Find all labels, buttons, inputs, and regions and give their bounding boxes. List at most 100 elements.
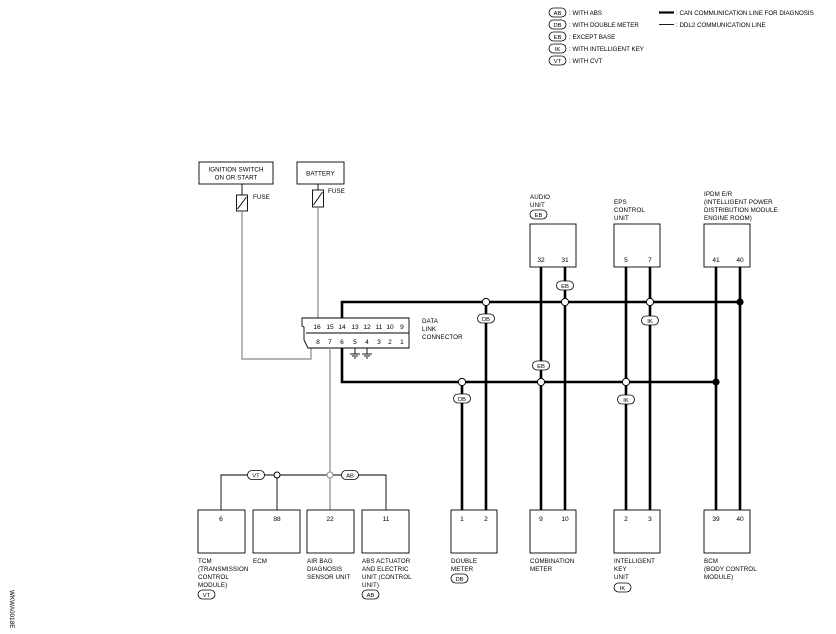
can-bus <box>340 267 742 510</box>
svg-text:IK: IK <box>555 47 561 53</box>
svg-text:LINK: LINK <box>422 326 437 333</box>
svg-text:SENSOR UNIT: SENSOR UNIT <box>307 574 351 581</box>
svg-text:DIAGNOSIS: DIAGNOSIS <box>307 566 342 573</box>
svg-text:UNIT): UNIT) <box>362 582 379 589</box>
svg-text:IGNITION SWITCH: IGNITION SWITCH <box>208 167 263 174</box>
svg-text:DB: DB <box>482 317 490 323</box>
svg-text:VT: VT <box>554 59 562 65</box>
svg-text:1: 1 <box>400 339 404 346</box>
intelligent-key-unit: 2 3 INTELLIGENT KEY UNIT IK <box>613 509 661 593</box>
combination-meter: 9 10 COMBINATION METER <box>529 509 577 573</box>
svg-text:UNIT: UNIT <box>530 202 545 209</box>
bcm: 39 40 BCM (BODY CONTROL MODULE) <box>703 509 757 581</box>
tag-eb-lower: EB <box>532 360 550 371</box>
svg-text:IK: IK <box>620 586 626 592</box>
svg-text:3: 3 <box>648 516 652 523</box>
tag-vt: VT <box>247 470 265 480</box>
svg-text:40: 40 <box>736 257 744 264</box>
svg-text:5: 5 <box>353 339 357 346</box>
tag-ik-lower: IK <box>617 394 635 405</box>
fuse-ignition: FUSE <box>236 184 270 212</box>
svg-text:EB: EB <box>561 284 569 290</box>
ecm: 88 ECM <box>252 509 301 565</box>
svg-text:AB: AB <box>554 11 562 17</box>
svg-text:5: 5 <box>624 257 628 264</box>
legend-option-ik: IK : WITH INTELLIGENT KEY <box>548 43 644 54</box>
tcm: 6 TCM (TRANSMISSION CONTROL MODULE) VT <box>197 509 248 600</box>
svg-text:AIR BAG: AIR BAG <box>307 558 333 565</box>
svg-text:FUSE: FUSE <box>328 188 345 195</box>
svg-text:2: 2 <box>624 516 628 523</box>
svg-text:88: 88 <box>273 516 281 523</box>
legend-line-ddl2: : DDL2 COMMUNICATION LINE <box>659 22 766 29</box>
svg-text:EPS: EPS <box>614 199 627 206</box>
power-wires <box>241 207 319 360</box>
svg-text:(TRANSMISSION: (TRANSMISSION <box>198 566 248 573</box>
svg-text:CONTROL: CONTROL <box>614 207 645 214</box>
svg-text:39: 39 <box>712 516 720 523</box>
svg-text:15: 15 <box>326 324 334 331</box>
svg-text:14: 14 <box>338 324 346 331</box>
svg-text:12: 12 <box>363 324 371 331</box>
svg-text:COMBINATION: COMBINATION <box>530 558 574 565</box>
svg-text:IK: IK <box>647 319 653 325</box>
svg-text:ON OR START: ON OR START <box>215 175 258 182</box>
eps-control-unit: EPS CONTROL UNIT 5 7 <box>613 199 661 268</box>
svg-text:6: 6 <box>340 339 344 346</box>
audio-unit: AUDIO UNIT EB 32 31 <box>529 194 577 268</box>
svg-text:DOUBLE: DOUBLE <box>451 558 477 565</box>
legend-option-vt: VT : WITH CVT <box>548 55 603 66</box>
svg-text:DB: DB <box>455 577 463 583</box>
legend-option-eb: EB : EXCEPT BASE <box>548 31 615 42</box>
svg-text:2: 2 <box>484 516 488 523</box>
battery: BATTERY <box>296 161 345 185</box>
svg-text:2: 2 <box>388 339 392 346</box>
svg-text:: WITH CVT: : WITH CVT <box>569 58 603 65</box>
legend-option-db: DB : WITH DOUBLE METER <box>548 19 639 30</box>
tag-db-lower: DB <box>453 393 471 404</box>
svg-text:VT: VT <box>203 593 211 599</box>
svg-text:CONNECTOR: CONNECTOR <box>422 334 463 341</box>
svg-text:8: 8 <box>316 339 320 346</box>
svg-text:AB: AB <box>367 593 375 599</box>
svg-text:13: 13 <box>351 324 359 331</box>
wire-tags: DB EB IK EB DB IK <box>453 280 659 405</box>
svg-text:EB: EB <box>554 35 562 41</box>
air-bag-diagnosis-sensor-unit: 22 AIR BAG DIAGNOSIS SENSOR UNIT <box>306 509 355 581</box>
svg-text:DATA: DATA <box>422 318 439 325</box>
svg-text:DB: DB <box>553 23 561 29</box>
svg-text:16: 16 <box>313 324 321 331</box>
svg-text:DISTRIBUTION MODULE: DISTRIBUTION MODULE <box>704 207 778 214</box>
dlc-top-pins: 16 15 14 13 12 11 10 9 <box>313 324 404 331</box>
svg-text:(BODY CONTROL: (BODY CONTROL <box>704 566 757 573</box>
dlc-bottom-pins: 8 7 6 5 4 3 2 1 <box>316 339 404 346</box>
svg-text:: WITH INTELLIGENT KEY: : WITH INTELLIGENT KEY <box>569 46 644 53</box>
svg-text:KEY: KEY <box>614 566 627 573</box>
svg-text:IPDM E/R: IPDM E/R <box>704 191 733 198</box>
svg-text:(INTELLIGENT POWER: (INTELLIGENT POWER <box>704 199 773 206</box>
tag-ab: AB <box>341 470 359 480</box>
double-meter: 1 2 DOUBLE METER DB <box>450 509 498 584</box>
legend-option-ab: AB : WITH ABS <box>548 7 602 18</box>
figure-id: WKWA0018E <box>8 590 15 629</box>
ddl2-line: VT AB <box>220 348 387 510</box>
svg-text:DB: DB <box>458 397 466 403</box>
tag-db-upper: DB <box>477 313 495 324</box>
svg-text:31: 31 <box>561 257 569 264</box>
svg-text:6: 6 <box>219 516 223 523</box>
svg-text:10: 10 <box>561 516 569 523</box>
svg-text:TCM: TCM <box>198 558 212 565</box>
svg-text:3: 3 <box>377 339 381 346</box>
svg-text:40: 40 <box>736 516 744 523</box>
ground-symbols <box>350 348 372 359</box>
svg-text:AND ELECTRIC: AND ELECTRIC <box>362 566 409 573</box>
svg-text:ABS ACTUATOR: ABS ACTUATOR <box>362 558 411 565</box>
svg-text:EB: EB <box>535 213 543 219</box>
svg-text:AUDIO: AUDIO <box>530 194 550 201</box>
svg-text:UNIT: UNIT <box>614 215 629 222</box>
svg-text:10: 10 <box>386 324 394 331</box>
tag-eb-audio: EB <box>556 280 574 291</box>
abs-actuator-electric-unit: 11 ABS ACTUATOR AND ELECTRIC UNIT (CONTR… <box>361 509 412 600</box>
svg-text:9: 9 <box>400 324 404 331</box>
